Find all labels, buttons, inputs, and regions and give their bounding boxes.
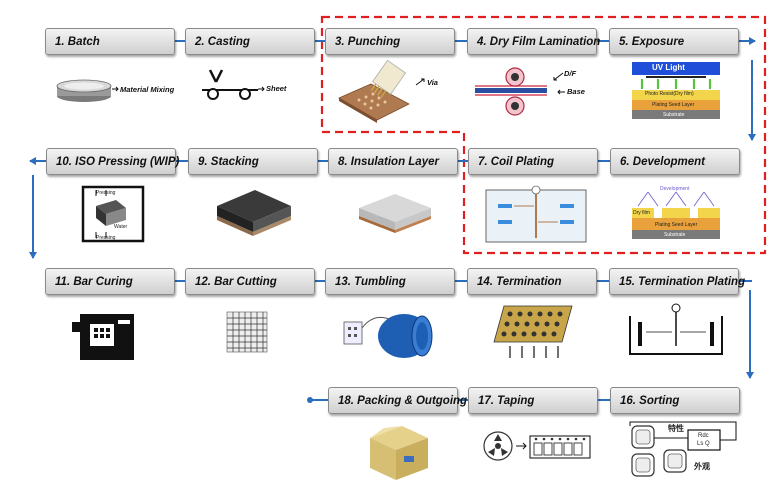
step-bar-cutting: 12. Bar Cutting bbox=[185, 268, 315, 295]
casting-rollers-illustration bbox=[202, 69, 258, 100]
step-batch: 1. Batch bbox=[45, 28, 175, 55]
caption-development-top: Development bbox=[660, 186, 690, 192]
step-tumbling: 13. Tumbling bbox=[325, 268, 455, 295]
caption-sheet: Sheet bbox=[266, 84, 287, 93]
exposure-layer-illustration bbox=[632, 62, 720, 119]
taping-reel-illustration bbox=[483, 431, 591, 461]
step-exposure: 5. Exposure bbox=[609, 28, 739, 55]
caption-char: 特性 bbox=[668, 424, 684, 433]
arrow-icon bbox=[557, 89, 565, 95]
stacked-sheets-illustration bbox=[217, 190, 291, 236]
bar-cutting-grid-illustration bbox=[226, 311, 268, 353]
caption-appearance: 外观 bbox=[694, 462, 710, 471]
step-casting: 2. Casting bbox=[185, 28, 315, 55]
step-bar-curing: 11. Bar Curing bbox=[45, 268, 175, 295]
termination-plating-tank-illustration bbox=[629, 303, 723, 355]
iso-press-illustration bbox=[81, 185, 145, 243]
step-termination: 14. Termination bbox=[467, 268, 597, 295]
punched-sheet-illustration bbox=[338, 59, 410, 123]
caption-via: Via bbox=[427, 78, 438, 87]
step-coil-plating: 7. Coil Plating bbox=[468, 148, 598, 175]
curing-oven-illustration bbox=[72, 314, 134, 360]
caption-uv-light: UV Light bbox=[652, 63, 685, 72]
arrow-icon bbox=[258, 86, 265, 92]
packing-box-illustration bbox=[370, 426, 428, 480]
step-sorting: 16. Sorting bbox=[610, 387, 740, 414]
development-layer-illustration bbox=[632, 191, 720, 239]
arrow-icon bbox=[415, 78, 425, 86]
coil-plating-tank-illustration bbox=[485, 185, 587, 243]
highlight-region-outline bbox=[320, 15, 767, 255]
step-packing-outgoing: 18. Packing & Outgoing bbox=[328, 387, 467, 414]
step-development: 6. Development bbox=[610, 148, 740, 175]
termination-tray-illustration bbox=[493, 305, 573, 358]
tumbling-barrel-illustration bbox=[343, 314, 433, 358]
step-taping: 17. Taping bbox=[468, 387, 598, 414]
step-punching: 3. Punching bbox=[325, 28, 455, 55]
caption-ls-q: Ls Q bbox=[697, 441, 710, 447]
caption-pressing-top: Pressing bbox=[96, 190, 116, 196]
caption-material-mixing: Material Mixing bbox=[120, 85, 175, 94]
caption-dry-film: Dry film bbox=[633, 210, 650, 216]
arrow-icon bbox=[553, 72, 564, 81]
flow-end-dot bbox=[307, 397, 313, 403]
step-stacking: 9. Stacking bbox=[188, 148, 318, 175]
step-insulation-layer: 8. Insulation Layer bbox=[328, 148, 458, 175]
caption-base: Base bbox=[567, 87, 585, 96]
step-termination-plating: 15. Termination Plating bbox=[609, 268, 745, 295]
caption-plating-seed-layer-2: Plating Seed Layer bbox=[655, 222, 698, 228]
lamination-rollers-illustration bbox=[475, 67, 547, 116]
sorting-illustration bbox=[629, 421, 737, 477]
caption-rdc: Rdc bbox=[698, 433, 709, 439]
caption-df: D/F bbox=[564, 69, 577, 78]
caption-plating-seed-layer: Plating Seed Layer bbox=[652, 102, 695, 108]
caption-water: Water bbox=[114, 224, 128, 230]
step-iso-pressing: 10. ISO Pressing (WIP) bbox=[46, 148, 179, 175]
caption-pressing-bottom: Pressing bbox=[96, 235, 116, 241]
arrow-icon bbox=[112, 86, 119, 92]
caption-photo-resist: Photo Resist(Dry film) bbox=[645, 91, 694, 97]
insulation-layer-illustration bbox=[359, 194, 431, 233]
caption-substrate-2: Substrate bbox=[664, 232, 686, 238]
caption-substrate: Substrate bbox=[663, 112, 685, 118]
step-dry-film-lamination: 4. Dry Film Lamination bbox=[467, 28, 600, 55]
mixing-dish-illustration bbox=[56, 79, 112, 102]
